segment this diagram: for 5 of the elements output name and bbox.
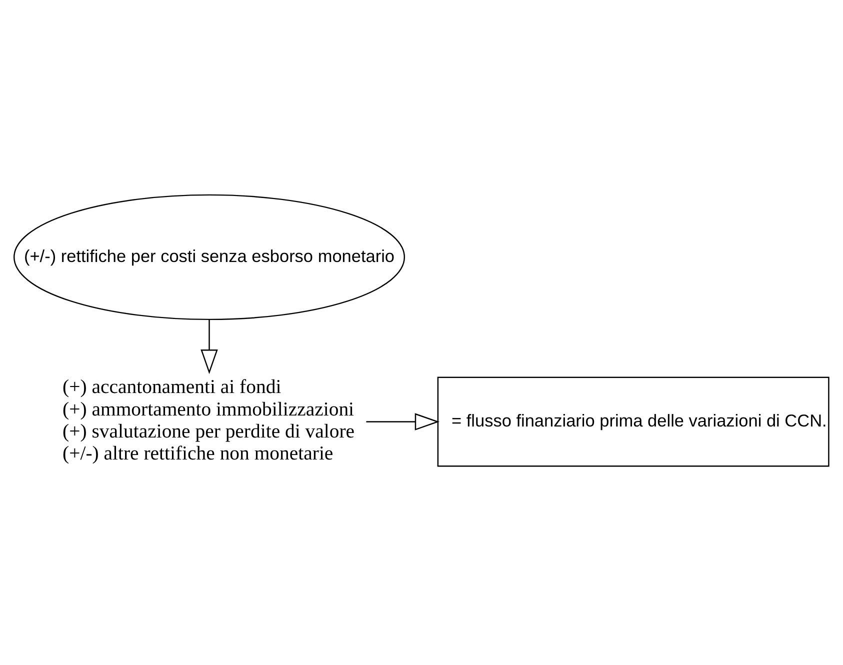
arrow [200, 319, 218, 374]
node-text: (+) accantonamenti ai fondi (+) ammortamento immobilizzazioni (+) svalutazione per perdite di valore (+/-) altre rettifiche non monetarie [62, 376, 355, 464]
node-box: = flusso finanziario prima delle variazioni di CCN. [437, 376, 830, 466]
arrow [366, 412, 440, 430]
node-ellipse: (+/-) rettifiche per costi senza esborso monetario [13, 194, 406, 320]
